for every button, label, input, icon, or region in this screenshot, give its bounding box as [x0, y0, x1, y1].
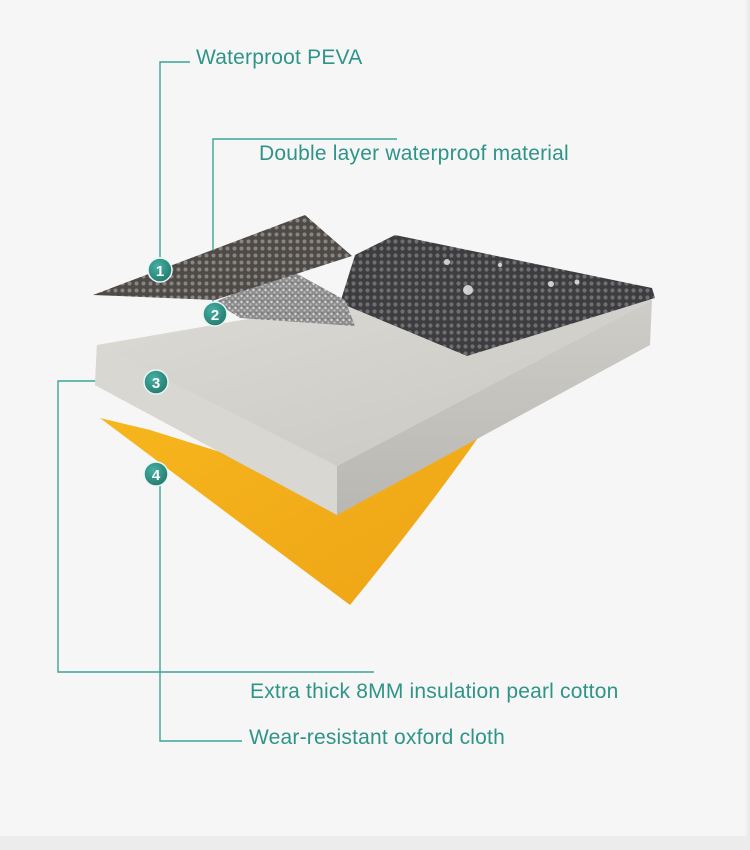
fuzzy-layer [215, 270, 355, 326]
label-double-layer-material: Double layer waterproof material [259, 142, 569, 165]
badge-3: 3 [143, 369, 169, 395]
badge-2-number: 2 [211, 307, 219, 324]
leader-line-1 [159, 61, 190, 257]
label-pearl-cotton: Extra thick 8MM insulation pearl cotton [250, 680, 619, 703]
label-oxford-cloth: Wear-resistant oxford cloth [249, 726, 505, 749]
label-waterproof-peva: Waterproot PEVA [196, 46, 363, 69]
water-droplets [444, 259, 580, 295]
badge-4: 4 [143, 461, 169, 487]
leader-line-4 [159, 486, 242, 742]
dark-fabric-layer [340, 235, 655, 356]
badge-1-number: 1 [156, 263, 164, 280]
right-edge-shadow [744, 0, 750, 850]
badge-3-number: 3 [152, 375, 160, 392]
badge-4-number: 4 [152, 467, 161, 484]
bottom-strip [0, 836, 750, 850]
leader-line-2 [212, 138, 397, 303]
badge-2: 2 [202, 301, 228, 327]
badge-1: 1 [147, 257, 173, 283]
